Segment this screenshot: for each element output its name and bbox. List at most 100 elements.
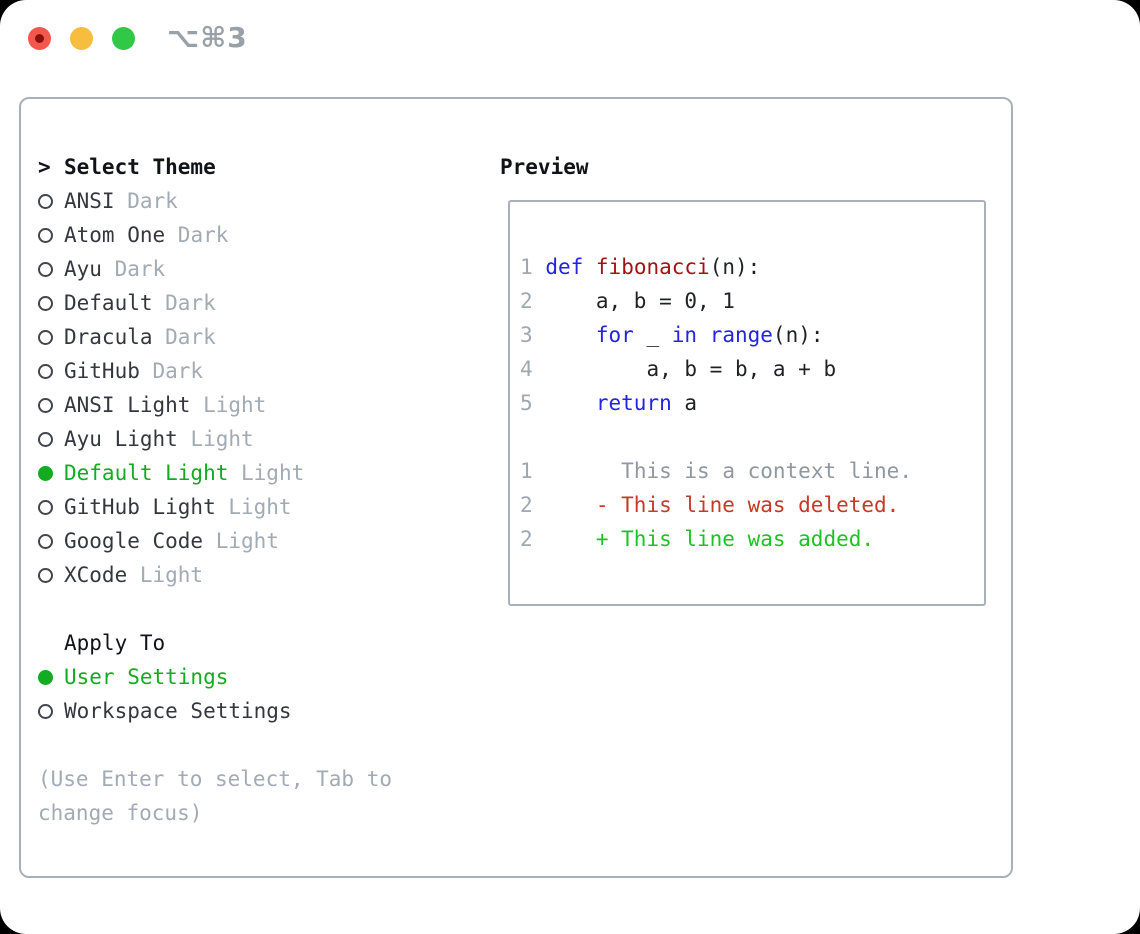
theme-option-ayu[interactable]: Ayu Dark <box>38 252 392 286</box>
preview-code-line: 3 for _ in range(n): <box>520 323 824 347</box>
theme-option-dracula[interactable]: Dracula Dark <box>38 320 392 354</box>
radio-slot <box>38 465 64 481</box>
theme-variant: Light <box>190 393 267 417</box>
preview-code-line: 2 + This line was added. <box>520 527 875 551</box>
theme-variant: Dark <box>152 325 216 349</box>
radio-unselected-icon <box>38 329 53 345</box>
theme-option-ansi[interactable]: ANSI Dark <box>38 184 392 218</box>
theme-option-xcode[interactable]: XCode Light <box>38 558 392 592</box>
radio-unselected-icon <box>38 567 53 583</box>
section-gap <box>38 728 392 762</box>
radio-unselected-icon <box>38 227 53 243</box>
radio-slot <box>38 295 64 311</box>
theme-name: Ayu Light <box>64 427 178 451</box>
radio-selected-icon <box>38 465 53 481</box>
theme-option-ansi-light[interactable]: ANSI Light Light <box>38 388 392 422</box>
preview-code-line: 2 a, b = 0, 1 <box>520 289 735 313</box>
radio-slot <box>38 397 64 413</box>
radio-selected-icon <box>38 669 53 685</box>
hint-line: (Use Enter to select, Tab to <box>38 767 393 791</box>
theme-variant: Dark <box>114 189 178 213</box>
theme-variant: Light <box>203 529 279 553</box>
theme-name: GitHub <box>64 359 140 383</box>
theme-option-atom-one[interactable]: Atom One Dark <box>38 218 392 252</box>
preview-title: Preview <box>500 155 589 179</box>
apply-option-user-settings[interactable]: User Settings <box>38 660 392 694</box>
apply-option-workspace-settings[interactable]: Workspace Settings <box>38 694 392 728</box>
preview-box: 1 def fibonacci(n): 2 a, b = 0, 1 3 for _ … <box>508 200 986 606</box>
theme-name: Default <box>64 291 153 315</box>
theme-variant: Dark <box>165 223 229 247</box>
close-button-dot-icon <box>35 34 44 43</box>
theme-option-github-light[interactable]: GitHub Light Light <box>38 490 392 524</box>
theme-name: Dracula <box>64 325 153 349</box>
minimize-button[interactable] <box>70 27 93 50</box>
theme-name: GitHub Light <box>64 495 216 519</box>
theme-option-default[interactable]: Default Dark <box>38 286 392 320</box>
zoom-button[interactable] <box>112 27 135 50</box>
radio-slot <box>38 261 64 277</box>
theme-option-ayu-light[interactable]: Ayu Light Light <box>38 422 392 456</box>
theme-option-github[interactable]: GitHub Dark <box>38 354 392 388</box>
theme-name: Ayu <box>64 257 102 281</box>
theme-variant: Light <box>228 461 305 485</box>
radio-slot <box>38 669 64 685</box>
radio-unselected-icon <box>38 431 53 447</box>
preview-code: 1 def fibonacci(n): 2 a, b = 0, 1 3 for _ … <box>510 202 984 556</box>
radio-unselected-icon <box>38 703 53 719</box>
theme-variant: Dark <box>139 359 204 383</box>
radio-slot <box>38 499 64 515</box>
radio-slot <box>38 193 64 209</box>
select-theme-title: Select Theme <box>64 155 216 179</box>
radio-unselected-icon <box>38 261 53 277</box>
radio-unselected-icon <box>38 397 53 413</box>
theme-name: Atom One <box>64 223 166 247</box>
theme-variant: Dark <box>101 257 166 281</box>
radio-slot <box>38 533 64 549</box>
hint-text: (Use Enter to select, Tab to change focu… <box>38 762 392 830</box>
theme-name: Google Code <box>64 529 204 553</box>
preview-code-line: 1 This is a context line. <box>520 459 912 483</box>
radio-unselected-icon <box>38 363 53 379</box>
radio-slot <box>38 329 64 345</box>
preview-code-line: 4 a, b = b, a + b <box>520 357 837 381</box>
window-shortcut-label: ⌥⌘3 <box>167 21 248 54</box>
apply-option-label: Workspace Settings <box>64 699 292 723</box>
section-gap <box>38 592 392 626</box>
radio-unselected-icon <box>38 533 53 549</box>
theme-option-google-code[interactable]: Google Code Light <box>38 524 392 558</box>
theme-variant: Dark <box>152 291 216 315</box>
preview-code-line: 5 return a <box>520 391 698 415</box>
radio-slot <box>38 703 64 719</box>
traffic-lights <box>28 27 135 50</box>
radio-unselected-icon <box>38 193 53 209</box>
preview-code-line <box>520 420 984 454</box>
apply-to-header: Apply To <box>38 626 392 660</box>
prompt-icon: > <box>38 155 51 179</box>
theme-name: ANSI <box>64 189 115 213</box>
preview-code-line: 1 def fibonacci(n): <box>520 255 761 279</box>
theme-variant: Light <box>177 427 254 451</box>
theme-variant: Light <box>127 563 204 587</box>
radio-unselected-icon <box>38 499 53 515</box>
hint-line: change focus) <box>38 801 203 825</box>
radio-slot <box>38 431 64 447</box>
apply-option-label: User Settings <box>64 665 229 689</box>
apply-to-title: Apply To <box>64 631 166 655</box>
theme-variant: Light <box>215 495 292 519</box>
theme-name: ANSI Light <box>64 393 191 417</box>
theme-name: Default Light <box>64 461 229 485</box>
radio-unselected-icon <box>38 295 53 311</box>
radio-slot <box>38 567 64 583</box>
window-titlebar: ⌥⌘3 <box>0 0 1140 97</box>
theme-option-default-light[interactable]: Default Light Light <box>38 456 392 490</box>
theme-name: XCode <box>64 563 128 587</box>
radio-slot <box>38 227 64 243</box>
close-button[interactable] <box>28 27 51 50</box>
radio-slot <box>38 363 64 379</box>
